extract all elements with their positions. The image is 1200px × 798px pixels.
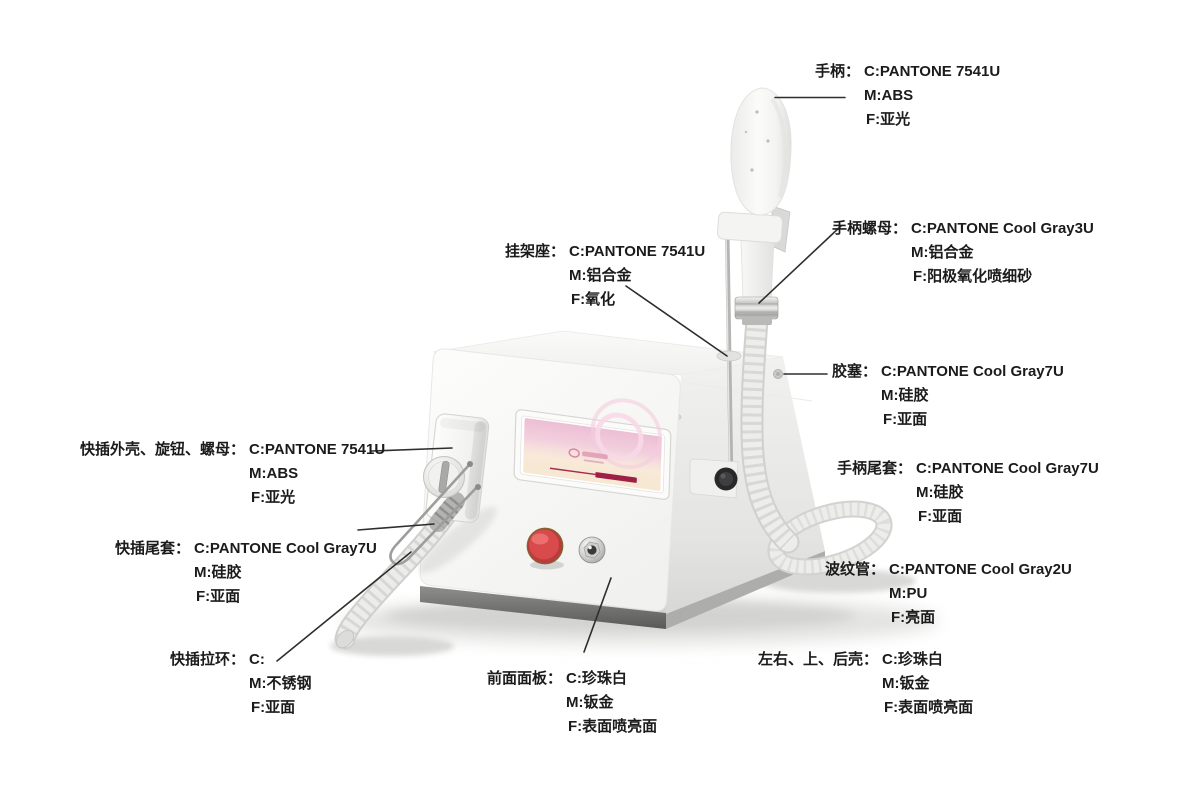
part-name: 挂架座： (505, 243, 566, 260)
label-hanger-seat: 挂架座： C:PANTONE 7541U M:铝合金 F:氧化 (505, 240, 705, 312)
finish-spec: F:亚面 (918, 508, 963, 525)
material-spec: M:硅胶 (916, 484, 964, 501)
finish-spec: F:亮面 (891, 609, 936, 626)
hanger-pole (724, 219, 734, 475)
label-corrugated-tube: 波纹管： C:PANTONE Cool Gray2U M:PU F:亮面 (825, 558, 1072, 630)
color-spec: C:PANTONE Cool Gray7U (916, 460, 1099, 477)
material-spec: M:钣金 (566, 694, 614, 711)
color-spec: C:PANTONE Cool Gray3U (911, 220, 1094, 237)
color-spec: C: (249, 651, 265, 668)
color-spec: C:PANTONE Cool Gray7U (881, 363, 1064, 380)
part-name: 左右、上、后壳： (758, 651, 879, 668)
part-name: 手柄： (815, 63, 861, 80)
material-spec: M:ABS (864, 87, 914, 104)
finish-spec: F:亚面 (196, 588, 241, 605)
label-rubber-plug: 胶塞： C:PANTONE Cool Gray7U M:硅胶 F:亚面 (832, 360, 1064, 432)
label-quick-connect-housing: 快插外壳、旋钮、螺母： C:PANTONE 7541U M:ABS F:亚光 (80, 438, 385, 510)
material-spec: M:不锈钢 (249, 675, 312, 692)
label-handle-nut: 手柄螺母： C:PANTONE Cool Gray3U M:铝合金 F:阳极氧化… (832, 217, 1094, 289)
color-spec: C:PANTONE Cool Gray7U (194, 540, 377, 557)
handpiece-body (730, 87, 792, 216)
finish-spec: F:表面喷亮面 (884, 699, 974, 716)
rubber-plug (773, 369, 783, 379)
display-screen (513, 398, 672, 500)
label-handle-tail-sleeve: 手柄尾套： C:PANTONE Cool Gray7U M:硅胶 F:亚面 (837, 457, 1099, 529)
material-spec: M:铝合金 (569, 267, 632, 284)
part-name: 胶塞： (832, 363, 878, 380)
leader-line-handle-nut (758, 225, 842, 304)
base-front (420, 586, 666, 629)
connector-port[interactable] (578, 536, 606, 564)
part-name: 快插拉环： (170, 651, 246, 668)
holder-bracket (717, 211, 783, 244)
part-name: 手柄螺母： (832, 220, 908, 237)
label-front-panel: 前面面板： C:珍珠白 M:钣金 F:表面喷亮面 (487, 667, 657, 739)
material-spec: M:PU (889, 585, 928, 602)
color-spec: C:PANTONE 7541U (864, 63, 1001, 80)
leader-line-quick-housing (371, 447, 453, 452)
part-name: 快插外壳、旋钮、螺母： (80, 441, 246, 458)
part-name: 波纹管： (825, 561, 886, 578)
handpiece-assembly (717, 87, 792, 325)
label-quick-connect-ring: 快插拉环： C: M:不锈钢 F:亚面 (170, 648, 312, 720)
emergency-stop-button[interactable] (526, 527, 564, 570)
leader-line-hanger-seat (625, 285, 728, 357)
finish-spec: F:亚光 (251, 489, 296, 506)
finish-spec: F:氧化 (571, 291, 616, 308)
finish-spec: F:亚面 (251, 699, 296, 716)
part-name: 快插尾套： (115, 540, 191, 557)
material-spec: M:铝合金 (911, 244, 974, 261)
color-spec: C:珍珠白 (882, 651, 943, 668)
pull-ring-wire (389, 462, 480, 566)
part-name: 前面面板： (487, 670, 563, 687)
material-spec: M:硅胶 (881, 387, 929, 404)
handle-neck (740, 239, 775, 301)
leader-line-front-panel (583, 577, 612, 653)
finish-spec: F:阳极氧化喷细砂 (913, 268, 1033, 285)
label-shell-panels: 左右、上、后壳： C:珍珠白 M:钣金 F:表面喷亮面 (758, 648, 973, 720)
finish-spec: F:表面喷亮面 (568, 718, 658, 735)
quick-connect-assembly (334, 413, 490, 650)
label-quick-connect-tail: 快插尾套： C:PANTONE Cool Gray7U M:硅胶 F:亚面 (115, 537, 377, 609)
screen-swirl-graphic (590, 398, 662, 470)
color-spec: C:PANTONE Cool Gray2U (889, 561, 1072, 578)
tube-floor-loop (767, 500, 893, 576)
finish-spec: F:亚面 (883, 411, 928, 428)
part-name: 手柄尾套： (837, 460, 913, 477)
label-handle: 手柄： C:PANTONE 7541U M:ABS F:亚光 (815, 60, 1000, 132)
color-spec: C:珍珠白 (566, 670, 627, 687)
corrugated-tube-right (740, 308, 893, 576)
color-spec: C:PANTONE 7541U (569, 243, 706, 260)
material-spec: M:硅胶 (194, 564, 242, 581)
screen-logo (568, 448, 608, 464)
material-spec: M:钣金 (882, 675, 930, 692)
finish-spec: F:亚光 (866, 111, 911, 128)
leader-line-quick-tail (357, 523, 435, 531)
color-spec: C:PANTONE 7541U (249, 441, 386, 458)
leader-lines (276, 96, 846, 662)
handle-nut (734, 296, 779, 320)
leader-line-quick-ring (276, 551, 412, 662)
material-spec: M:ABS (249, 465, 299, 482)
hanger-pole-assembly (689, 219, 742, 499)
